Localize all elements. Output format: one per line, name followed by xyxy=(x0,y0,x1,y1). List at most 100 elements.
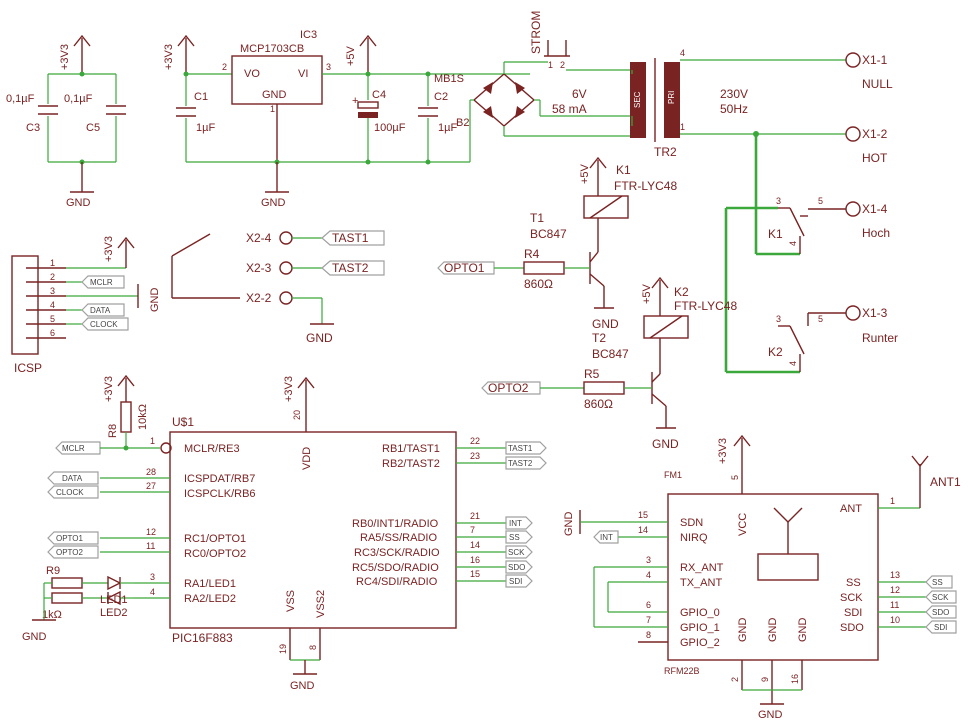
svg-text:SDO: SDO xyxy=(840,622,864,634)
svg-text:3: 3 xyxy=(150,572,155,582)
c3c5-gnd-label: GND xyxy=(66,197,91,209)
x1-3-name: Runter xyxy=(862,331,898,345)
bridge-rectifier: MB1S B2 STROM 1 2 xyxy=(434,11,632,162)
svg-text:ICSPDAT/RB7: ICSPDAT/RB7 xyxy=(184,473,255,485)
tag-sdi-b: SDI xyxy=(934,623,947,632)
x2-gnd: GND xyxy=(306,331,333,345)
r9-a-body xyxy=(51,577,83,589)
mcu-right-pins: RB1/TAST1 22 RB2/TAST2 23 RB0/INT1/RADIO… xyxy=(352,436,506,588)
connector-x2-4[interactable] xyxy=(279,231,293,245)
svg-text:+5V: +5V xyxy=(579,163,591,184)
tag-data-a: DATA xyxy=(90,306,111,315)
radio-left-pins: SDN 15 NIRQ 14 RX_ANT 3 TX_ANT 4 GPIO_0 … xyxy=(594,510,724,649)
regulator-ref: IC3 xyxy=(300,29,317,41)
r8-ref: R8 xyxy=(107,424,119,438)
r5-ref: R5 xyxy=(584,367,600,381)
icsp-body xyxy=(11,255,39,355)
mcu-vss: VSS xyxy=(285,590,297,612)
svg-text:RB0/INT1/RADIO: RB0/INT1/RADIO xyxy=(352,518,439,530)
svg-text:GPIO_1: GPIO_1 xyxy=(680,622,720,634)
connector-x2-3[interactable] xyxy=(279,261,293,275)
connector-x1-4[interactable] xyxy=(845,201,861,217)
button-inputs: X2-4 X2-3 X2-2 TAST1 TAST2 GND xyxy=(171,230,385,345)
svg-text:GPIO_2: GPIO_2 xyxy=(680,637,720,649)
svg-text:4: 4 xyxy=(788,361,798,366)
strom-pin1: 1 xyxy=(548,60,553,70)
svg-text:1: 1 xyxy=(890,496,895,506)
r9-ref: R9 xyxy=(46,565,60,577)
svg-text:7: 7 xyxy=(646,615,651,625)
tr-ref: TR2 xyxy=(654,145,677,159)
svg-text:16: 16 xyxy=(790,674,800,684)
t2-gnd: GND xyxy=(652,437,679,451)
tr-pri-label: PRI xyxy=(667,91,676,104)
x1-4-ref: X1-4 xyxy=(862,202,888,216)
mcu-pic16f883: +3V3 R8 10kΩ MCLR U$1 PIC16F883 +3V3 20 … xyxy=(22,374,547,692)
svg-text:3: 3 xyxy=(776,314,781,324)
c1-name: C1 xyxy=(194,91,208,103)
regulator-pin1: 1 xyxy=(270,104,275,114)
c3-name: C3 xyxy=(26,122,40,134)
svg-text:6: 6 xyxy=(646,600,651,610)
icsp-ref: ICSP xyxy=(14,361,42,375)
svg-text:11: 11 xyxy=(890,600,899,610)
svg-text:GND: GND xyxy=(767,618,779,643)
svg-text:GND: GND xyxy=(758,709,783,721)
tag-sck-a: SCK xyxy=(508,548,525,557)
tag-opto1-b: OPTO1 xyxy=(56,534,84,543)
svg-text:RX_ANT: RX_ANT xyxy=(680,562,724,574)
k2-ref: K2 xyxy=(674,285,689,299)
radio-part: RFM22B xyxy=(664,666,700,676)
svg-text:GND: GND xyxy=(797,618,809,643)
svg-text:11: 11 xyxy=(146,541,155,551)
regulator-part: MCP1703CB xyxy=(240,43,304,55)
connector-x1-2[interactable] xyxy=(845,126,861,142)
regulator-gnd: GND xyxy=(262,89,287,101)
x1-2-ref: X1-2 xyxy=(862,127,888,141)
connector-x1-1[interactable] xyxy=(845,52,861,68)
r4-value: 860Ω xyxy=(524,277,553,291)
svg-text:4: 4 xyxy=(788,241,798,246)
svg-text:RC0/OPTO2: RC0/OPTO2 xyxy=(184,548,246,560)
svg-text:15: 15 xyxy=(470,569,480,579)
k2-coil xyxy=(643,315,689,339)
svg-text:14: 14 xyxy=(470,540,480,550)
svg-text:2: 2 xyxy=(50,272,55,282)
tr-pin6: 6 xyxy=(634,62,639,72)
svg-text:23: 23 xyxy=(470,451,480,461)
svg-text:19: 19 xyxy=(278,644,288,654)
c3-power-label: +3V3 xyxy=(59,44,71,70)
mcu-vss2: VSS2 xyxy=(315,590,327,618)
regulator-pin3: 3 xyxy=(326,62,331,72)
x1-4-name: Hoch xyxy=(862,226,890,240)
svg-text:13: 13 xyxy=(890,570,900,580)
decoupling-caps-group: +3V3 0,1µF 0,1µF C3 C5 GND xyxy=(6,34,126,209)
radio-vcc: VCC xyxy=(737,513,749,536)
reg-5v-label: +5V xyxy=(345,45,357,66)
svg-text:NIRQ: NIRQ xyxy=(680,532,708,544)
svg-text:RC3/SCK/RADIO: RC3/SCK/RADIO xyxy=(354,547,440,559)
svg-text:15: 15 xyxy=(638,510,648,520)
tr-sec-voltage: 6V xyxy=(572,87,587,101)
c4-plus: + xyxy=(352,95,358,107)
svg-text:4: 4 xyxy=(150,587,155,597)
tag-clock-b: CLOCK xyxy=(56,488,84,497)
svg-text:2: 2 xyxy=(730,677,740,682)
svg-text:RB1/TAST1: RB1/TAST1 xyxy=(382,443,440,455)
connector-x1-3[interactable] xyxy=(845,305,861,321)
svg-text:8: 8 xyxy=(646,630,651,640)
svg-text:5: 5 xyxy=(818,196,823,206)
r8-value: 10kΩ xyxy=(137,404,149,430)
svg-text:14: 14 xyxy=(638,525,648,535)
t1-part: BC847 xyxy=(530,227,567,241)
x1-2-name: HOT xyxy=(862,151,888,165)
r9-value: 1kΩ xyxy=(42,609,62,621)
connector-x2-2[interactable] xyxy=(279,291,293,305)
radio-rfm22b: FM1 RFM22B +3V3 5 VCC ANT 1 ANT1 SDN 15 … xyxy=(563,434,961,721)
tag-mclr-b: MCLR xyxy=(62,444,85,453)
tag-sdi-a: SDI xyxy=(509,577,522,586)
tag-int-a: INT xyxy=(509,519,522,528)
svg-text:+3V3: +3V3 xyxy=(103,376,115,402)
t2-part: BC847 xyxy=(592,347,629,361)
r8-body xyxy=(120,401,132,433)
